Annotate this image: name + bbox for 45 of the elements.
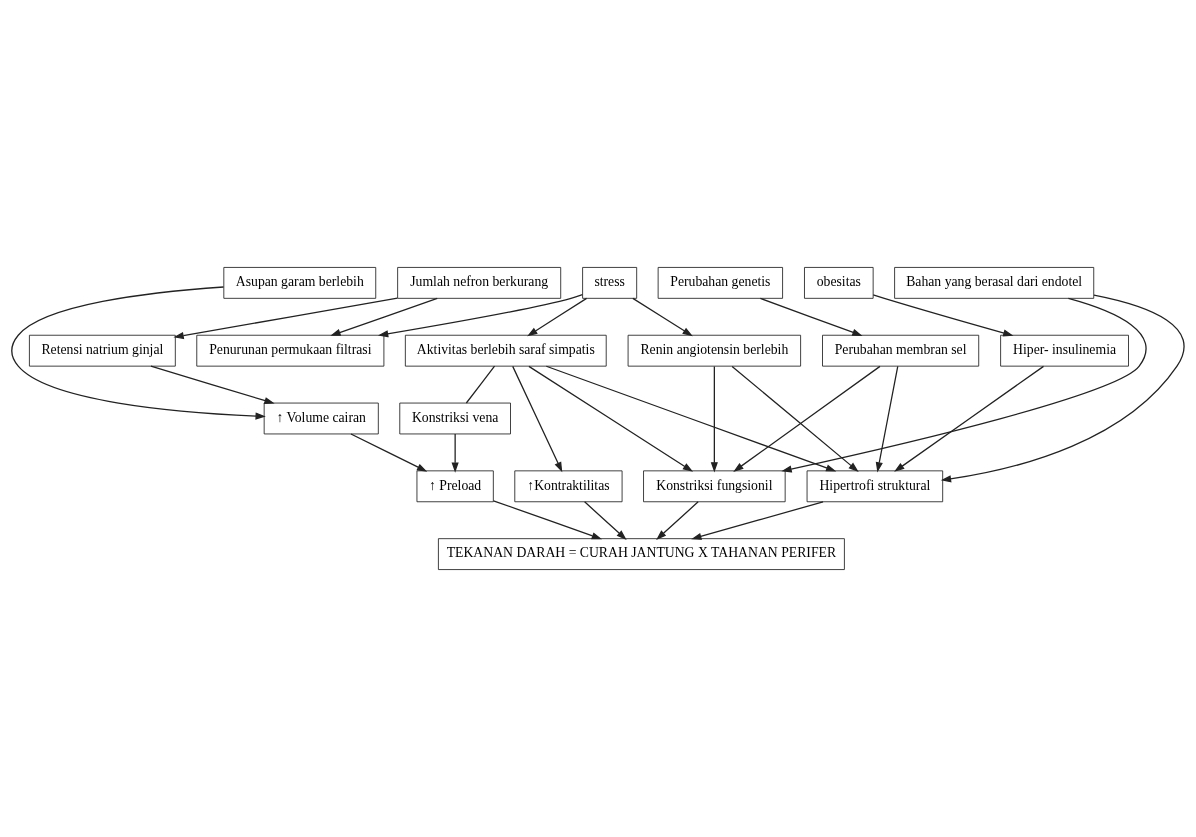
node-box: Konstriksi vena <box>399 402 511 435</box>
node-box: Jumlah nefron berkurang <box>397 267 562 299</box>
node-box: Retensi natrium ginjal <box>29 334 176 367</box>
arrow <box>710 365 718 473</box>
node-box: Perubahan membran sel <box>822 334 980 367</box>
node-box: Perubahan genetis <box>657 267 783 299</box>
arrow <box>691 501 824 540</box>
node-box: Konstriksi fungsionil <box>643 470 786 503</box>
arrow <box>330 297 438 336</box>
node-box: Penurunan permukaan filtrasi <box>196 334 385 367</box>
arrow <box>781 297 1147 473</box>
node-box: ↑ Volume cairan <box>263 402 379 435</box>
arrow <box>875 365 899 473</box>
arrow <box>528 365 694 472</box>
arrow <box>512 365 563 473</box>
node-box: obesitas <box>804 267 874 299</box>
arrow <box>733 365 881 472</box>
connector <box>465 365 496 404</box>
node-box: Asupan garam berlebih <box>223 267 377 299</box>
arrow <box>894 365 1045 472</box>
arrow <box>350 433 428 472</box>
arrow <box>492 500 602 540</box>
node-box: TEKANAN DARAH = CURAH JANTUNG X TAHANAN PERIFER <box>437 538 845 570</box>
arrow <box>731 365 859 472</box>
arrow <box>451 433 459 473</box>
arrow <box>632 297 693 337</box>
arrow <box>527 297 588 337</box>
arrow <box>656 501 699 540</box>
arrow <box>11 286 266 420</box>
node-box: Bahan yang berasal dari endotel <box>894 267 1095 299</box>
arrow <box>545 365 837 472</box>
arrow <box>377 294 584 338</box>
node-box: Aktivitas berlebih saraf simpatis <box>404 334 607 367</box>
node-box: Hiper- insulinemia <box>1000 334 1129 367</box>
node-box: ↑ Preload <box>416 470 494 503</box>
arrow <box>584 501 627 540</box>
node-box: Hipertrofi struktural <box>806 470 944 503</box>
node-box: ↑Kontraktilitas <box>514 470 623 503</box>
arrow <box>872 294 1014 337</box>
node-box: stress <box>582 267 638 299</box>
node-box: Renin angiotensin berlebih <box>627 334 802 367</box>
arrow <box>150 365 275 405</box>
arrow <box>759 297 863 336</box>
arrow <box>940 294 1185 483</box>
arrow <box>173 297 399 340</box>
